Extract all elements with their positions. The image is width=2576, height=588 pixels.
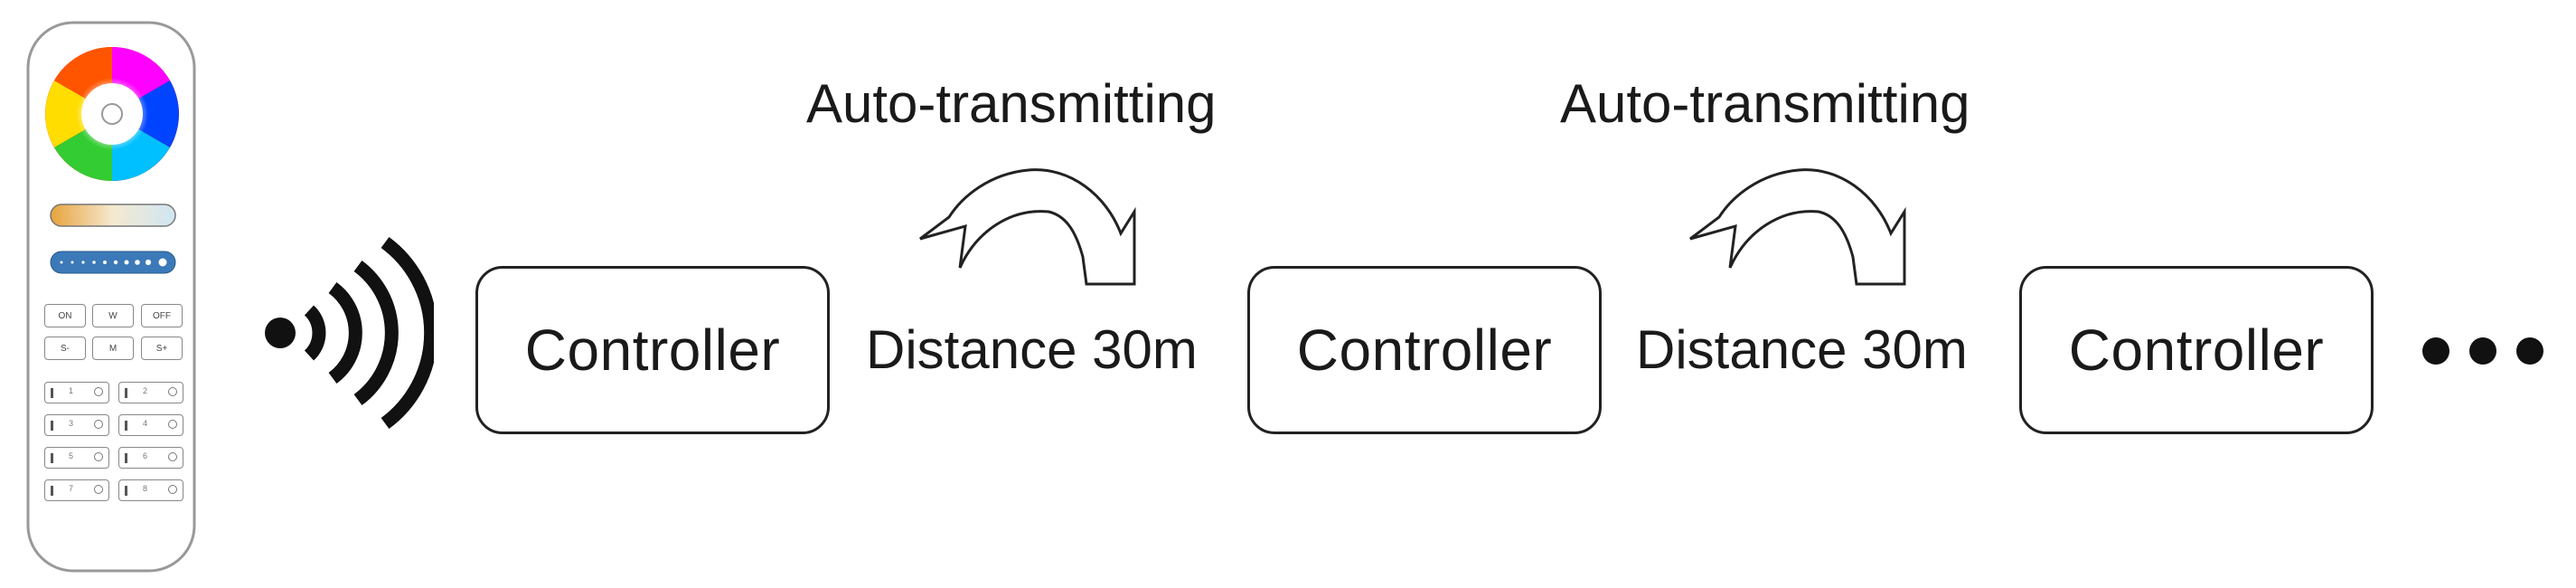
zone-number: 2 bbox=[143, 386, 148, 395]
speed-up-button[interactable]: S+ bbox=[141, 337, 183, 360]
color-wheel bbox=[45, 47, 179, 181]
wireless-signal-icon bbox=[265, 236, 434, 430]
zone-1-button[interactable]: 1 bbox=[44, 382, 109, 403]
zone-number: 1 bbox=[69, 386, 74, 395]
zone-number: 7 bbox=[69, 484, 74, 493]
controller-label: Controller bbox=[1296, 318, 1553, 383]
auto-transmitting-label-1: Auto-transmitting bbox=[806, 73, 1217, 134]
curved-arrow-icon bbox=[919, 168, 1136, 286]
w-button[interactable]: W bbox=[92, 304, 134, 327]
zone-4-button[interactable]: 4 bbox=[118, 414, 183, 436]
zone-7-button[interactable]: 7 bbox=[44, 479, 109, 501]
distance-label-1: Distance 30m bbox=[866, 319, 1198, 380]
auto-transmitting-label-2: Auto-transmitting bbox=[1560, 73, 1970, 134]
remote-control: ON W OFF S- M S+ 1 2 3 4 5 6 7 8 bbox=[25, 20, 197, 574]
zone-2-button[interactable]: 2 bbox=[118, 382, 183, 403]
controller-box-2: Controller bbox=[1247, 266, 1602, 434]
ellipsis-icon bbox=[2422, 326, 2549, 376]
zone-8-button[interactable]: 8 bbox=[118, 479, 183, 501]
off-button[interactable]: OFF bbox=[141, 304, 183, 327]
zone-number: 4 bbox=[143, 419, 148, 428]
ellipsis-dot bbox=[2422, 337, 2449, 365]
zone-number: 8 bbox=[143, 484, 148, 493]
ellipsis-dot bbox=[2516, 337, 2543, 365]
zone-6-button[interactable]: 6 bbox=[118, 447, 183, 469]
distance-label-2: Distance 30m bbox=[1636, 319, 1968, 380]
controller-box-1: Controller bbox=[475, 266, 830, 434]
zone-3-button[interactable]: 3 bbox=[44, 414, 109, 436]
controller-box-3: Controller bbox=[2019, 266, 2374, 434]
zone-number: 6 bbox=[143, 451, 148, 460]
zone-number: 3 bbox=[69, 419, 74, 428]
on-button[interactable]: ON bbox=[44, 304, 86, 327]
mode-button[interactable]: M bbox=[92, 337, 134, 360]
zone-5-button[interactable]: 5 bbox=[44, 447, 109, 469]
controller-label: Controller bbox=[524, 318, 781, 383]
curved-arrow-icon bbox=[1689, 168, 1906, 286]
controller-label: Controller bbox=[2068, 318, 2325, 383]
ellipsis-dot bbox=[2469, 337, 2496, 365]
zone-number: 5 bbox=[69, 451, 74, 460]
speed-down-button[interactable]: S- bbox=[44, 337, 86, 360]
